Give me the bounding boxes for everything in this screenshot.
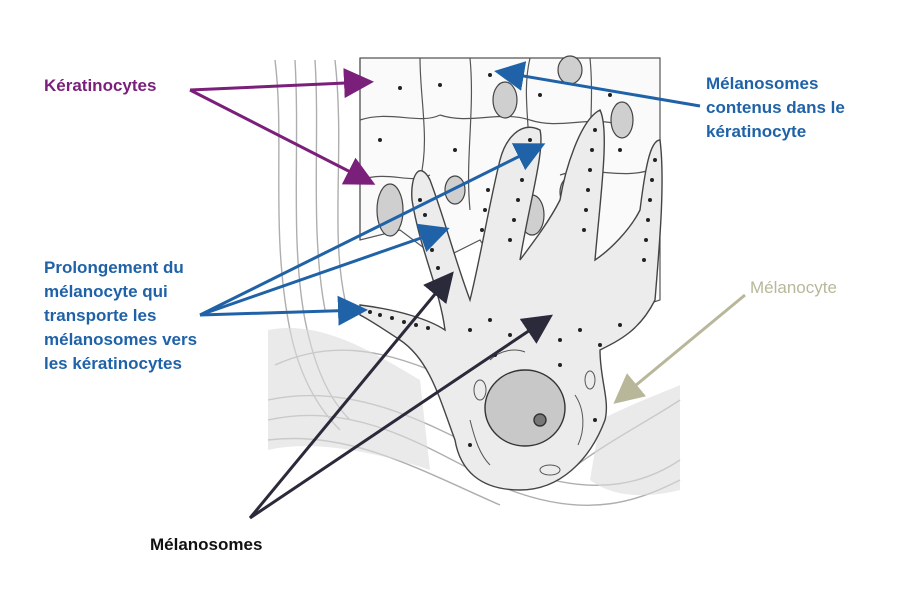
label-line: mélanosomes vers	[44, 328, 197, 352]
label-line: transporte les	[44, 304, 197, 328]
melanosomes-in-keratinocyte-label: Mélanosomes contenus dans le kératinocyt…	[706, 72, 845, 144]
label-line: kératinocyte	[706, 120, 845, 144]
keratinocyte-arrows	[190, 82, 370, 182]
label-line: contenus dans le	[706, 96, 845, 120]
label-line: mélanocyte qui	[44, 280, 197, 304]
melanocyte-label: Mélanocyte	[750, 276, 837, 300]
label-line: Mélanosomes	[706, 72, 845, 96]
label-line: les kératinocytes	[44, 352, 197, 376]
melanocyte-nucleus	[485, 370, 565, 446]
keratinocytes-label: Kératinocytes	[44, 74, 156, 98]
melanosomes-label: Mélanosomes	[150, 533, 262, 557]
label-line: Prolongement du	[44, 256, 197, 280]
prolongement-label: Prolongement du mélanocyte qui transport…	[44, 256, 197, 376]
